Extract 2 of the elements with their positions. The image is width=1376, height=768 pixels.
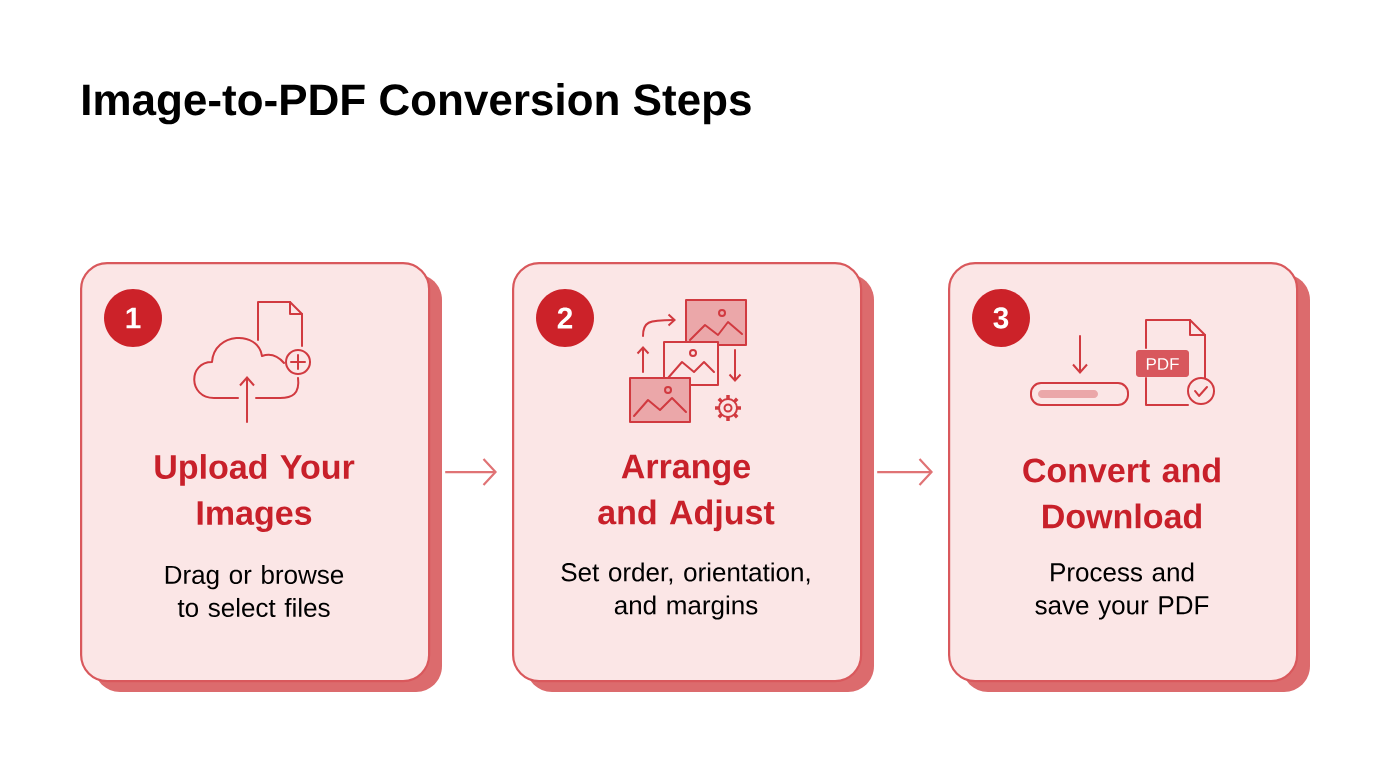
arrow <box>877 458 933 486</box>
title: Image-to-PDF Conversion Steps <box>83 83 751 125</box>
